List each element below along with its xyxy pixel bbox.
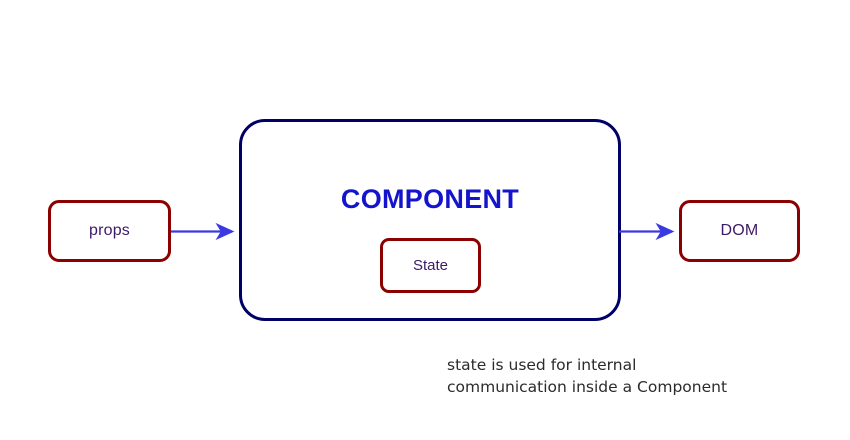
diagram-caption: state is used for internal communication… xyxy=(447,356,728,396)
arrow-props-to-component xyxy=(171,222,235,241)
node-state[interactable]: State xyxy=(380,238,481,293)
arrow-component-to-dom xyxy=(619,222,675,241)
node-component-label: COMPONENT xyxy=(340,184,520,214)
node-component[interactable]: COMPONENT State xyxy=(239,119,621,321)
node-props-label: props xyxy=(88,222,131,239)
node-dom[interactable]: DOM xyxy=(679,200,800,262)
node-dom-label: DOM xyxy=(720,222,759,239)
node-state-label: State xyxy=(412,257,449,274)
node-props[interactable]: props xyxy=(48,200,171,262)
